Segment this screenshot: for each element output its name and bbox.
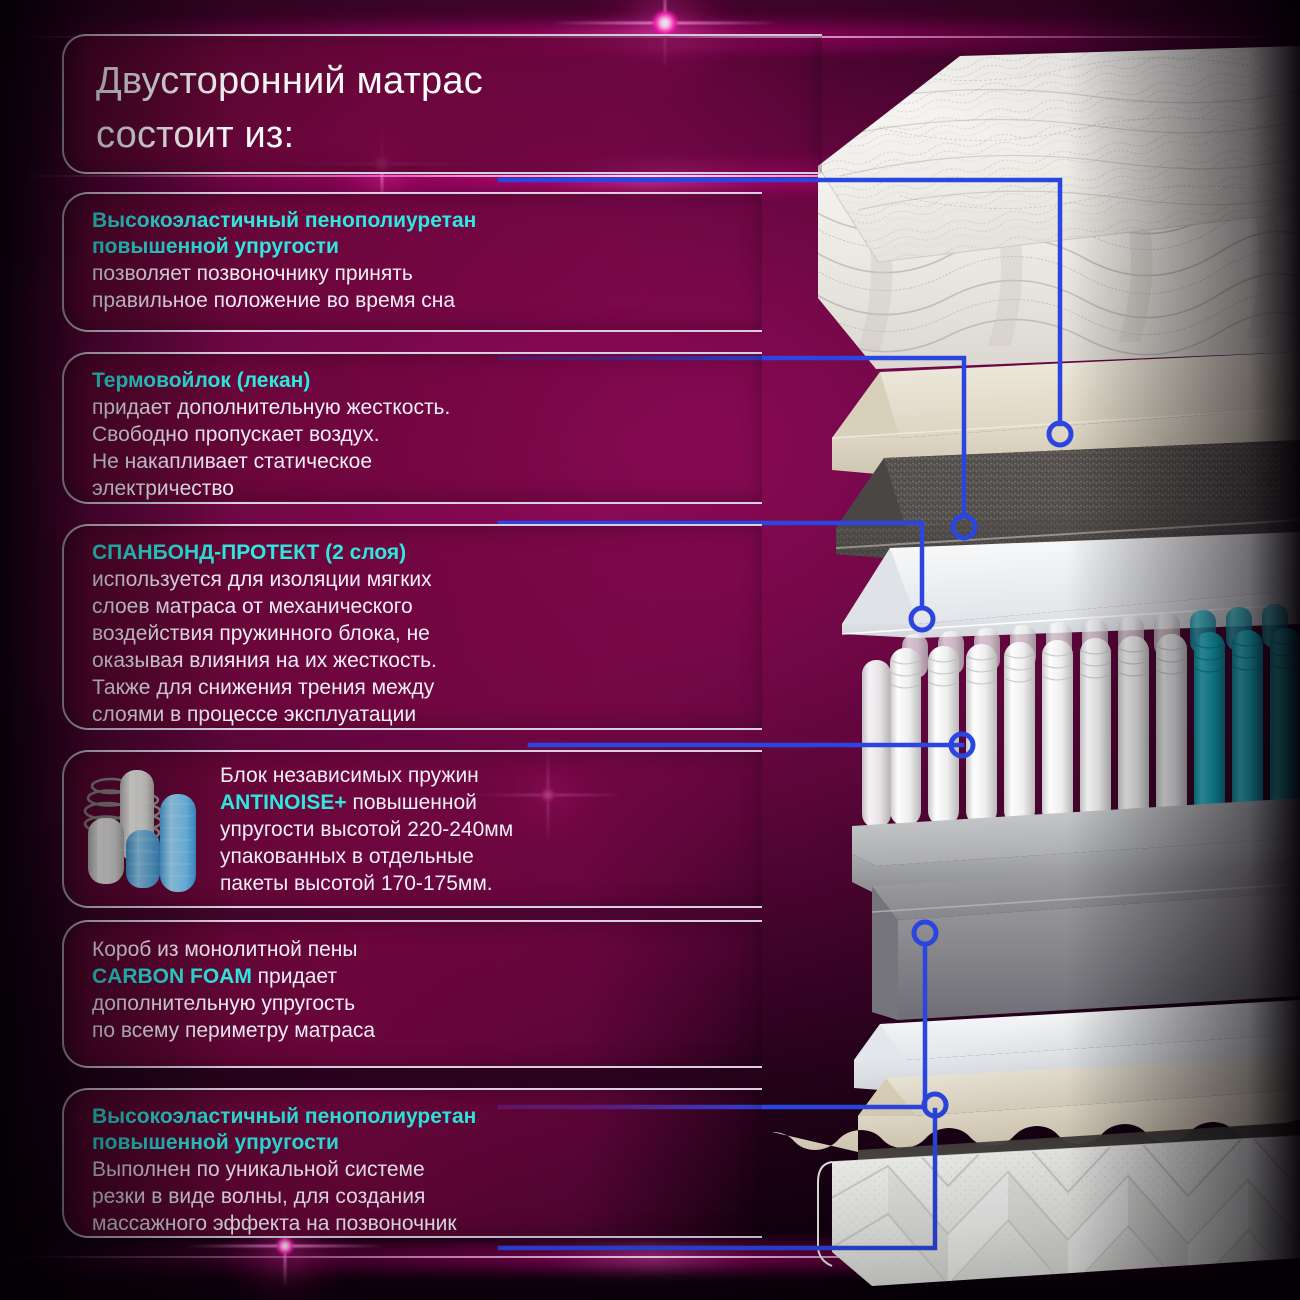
vignette-overlay	[0, 0, 1300, 1300]
infographic-canvas: Двусторонний матрас состоит из: Высокоэл…	[0, 0, 1300, 1300]
